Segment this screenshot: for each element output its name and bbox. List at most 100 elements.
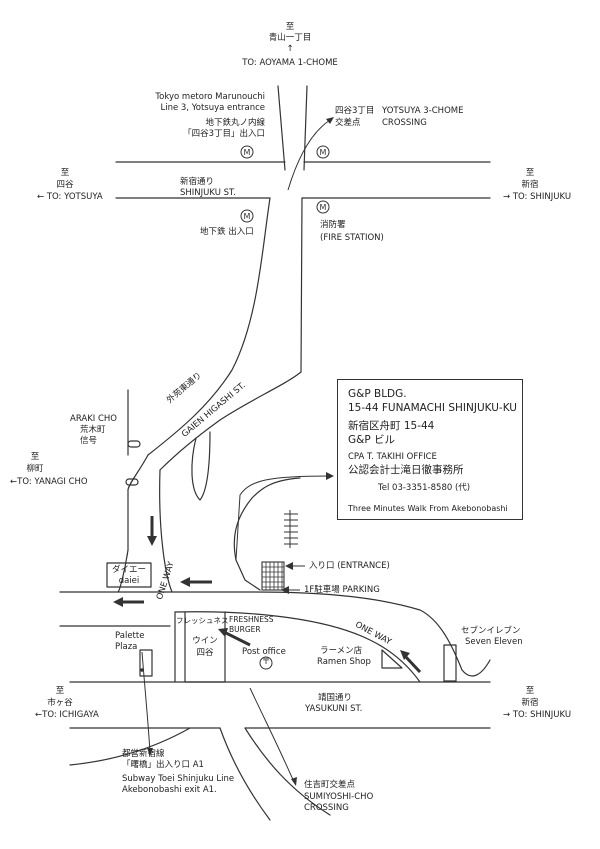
to-ichigaya-jp2: 市ヶ谷 [47,698,73,708]
road-aoyama-west [277,85,286,171]
building-gp [261,561,285,591]
subway-exit-label: 地下鉄 出入口 [200,227,254,237]
ramen-jp: ラーメン店 [320,646,363,656]
road-sumiyoshi-e [244,727,331,816]
to-yanagi-jp1: 至 [30,452,40,462]
araki-jp2: 信号 [80,436,98,446]
sumiyoshi-en1: SUMIYOSHI-CHO [304,792,374,802]
road-mid-north [59,591,491,677]
toei-jp1: 都営新宿線 [122,749,165,759]
toei-jp2: 「曙橋」出入り口 A1 [122,760,204,770]
sumiyoshi-en2: CROSSING [304,803,349,813]
to-ichigaya-en: ←TO: ICHIGAYA [35,710,99,720]
to-yanagi-jp2: 柳町 [26,464,44,474]
road-mid-south-2 [174,611,421,683]
block-palette [139,649,153,677]
road-main-center [159,469,173,593]
post-office-icon [259,656,273,670]
signal-araki [127,440,141,448]
post-office-label: Post office [242,647,286,657]
metro-marker-4: M [316,200,330,214]
toei-en2: Akebonobashi exit A1. [122,785,217,795]
to-yotsuya-jp1: 至 [60,168,70,178]
road-building-lane [233,477,301,561]
aoyama-jp: 至 青山一丁目 [268,22,312,43]
crossing-jp2: 交差点 [335,118,361,128]
shinjuku-st-en: SHINJUKU ST. [180,188,236,198]
freshness-en2: BURGER [229,625,261,634]
info-line6: 公認会計士滝日徹事務所 [348,464,464,476]
shinjuku-st-jp: 新宿通り [180,177,215,187]
signal-yanagi [125,478,139,486]
road-gaien-loop [191,431,211,501]
metro-entrance-jp1: 地下鉄丸ノ内線 [205,118,265,128]
metro-marker-3: M [240,209,254,223]
to-shinjuku-top-jp1: 至 [525,168,535,178]
daiei-jp: ダイエー [112,565,146,575]
fire-station-jp: 消防署 [320,220,346,230]
to-ichigaya-jp1: 至 [55,686,65,696]
sumiyoshi-jp: 住吉町交差点 [304,780,356,790]
win-jp2: 四谷 [196,648,214,658]
info-line7: Tel 03-3351-8580 (代) [378,483,471,493]
freshness-en1: FRESHNESS [229,615,274,624]
block-daiei [106,562,152,588]
araki-jp1: 荒木町 [80,425,106,435]
to-yotsuya-en: ← TO: YOTSUYA [37,192,103,202]
palette-en1: Palette [115,631,145,641]
parking-label: 1F駐車場 PARKING [304,585,380,595]
metro-marker-1: M [240,145,254,159]
info-line4: G&P ビル [348,434,395,446]
crossing-en2: CROSSING [382,118,427,128]
road-building-lane-2 [235,559,261,591]
svg-text:M: M [244,212,251,221]
aoyama-en: TO: AOYAMA 1-CHOME [242,58,338,68]
arrow-toei [141,651,151,753]
to-shinjuku-bottom-en: → TO: SHINJUKU [503,710,572,720]
entrance-label: 入り口 (ENTRANCE) [309,561,390,571]
toei-en1: Subway Toei Shinjuku Line [122,774,235,784]
stairs [284,510,298,548]
to-shinjuku-bottom-jp1: 至 [525,686,535,696]
metro-entrance-en1: Tokyo metoro Marunouchi [155,92,265,102]
post-office-mark: 〒 [261,657,271,667]
block-seven [443,644,457,682]
block-ramen [381,649,403,669]
crossing-en1: YOTSUYA 3-CHOME [382,106,464,116]
info-line8: Three Minutes Walk From Akebonobashi [348,504,508,513]
svg-text:M: M [320,148,327,157]
road-southwest [69,727,191,766]
arrow-sumiyoshi [249,687,295,783]
to-yanagi-en: ←TO: YANAGI CHO [10,477,88,487]
road-main-west [127,454,149,491]
arrow-crossing [287,119,331,191]
metro-entrance-en2: Line 3, Yotsuya entrance [160,103,265,113]
yasukuni-en: YASUKUNI ST. [305,704,363,714]
info-line1: G&P BLDG. [348,388,407,400]
road-sumiyoshi-w [219,727,271,821]
road-aoyama-east [303,85,308,171]
road-gaien-east [159,197,303,471]
seven-jp: セブンイレブン [461,626,521,636]
metro-entrance-jp2: 「四谷3丁目」出入口 [183,129,265,139]
arrow-up-icon: ↑ [286,44,294,54]
crossing-jp1: 四谷3丁目 [335,106,375,116]
palette-dot [140,668,144,672]
info-line5: CPA T. TAKIHI OFFICE [348,452,437,462]
palette-en2: Plaza [115,642,138,652]
svg-text:M: M [320,203,327,212]
to-shinjuku-top-en: → TO: SHINJUKU [503,192,572,202]
road-gaien-west [147,197,271,456]
arrow-to-infobox [235,475,331,561]
seven-en: Seven Eleven [465,637,523,647]
office-info-box: G&P BLDG. 15-44 FUNAMACHI SHINJUKU-KU 新宿… [337,379,523,520]
building-gp-hatch [262,562,284,590]
daiei-en: daiei [118,576,140,586]
ramen-en: Ramen Shop [317,657,371,667]
info-line3: 新宿区舟町 15-44 [348,420,435,432]
fire-station-en: (FIRE STATION) [320,233,384,243]
info-line2: 15-44 FUNAMACHI SHINJUKU-KU [348,402,517,414]
to-yotsuya-jp2: 四谷 [56,180,74,190]
to-shinjuku-top-jp2: 新宿 [521,180,539,190]
freshness-jp: フレッシュネス [176,616,229,625]
